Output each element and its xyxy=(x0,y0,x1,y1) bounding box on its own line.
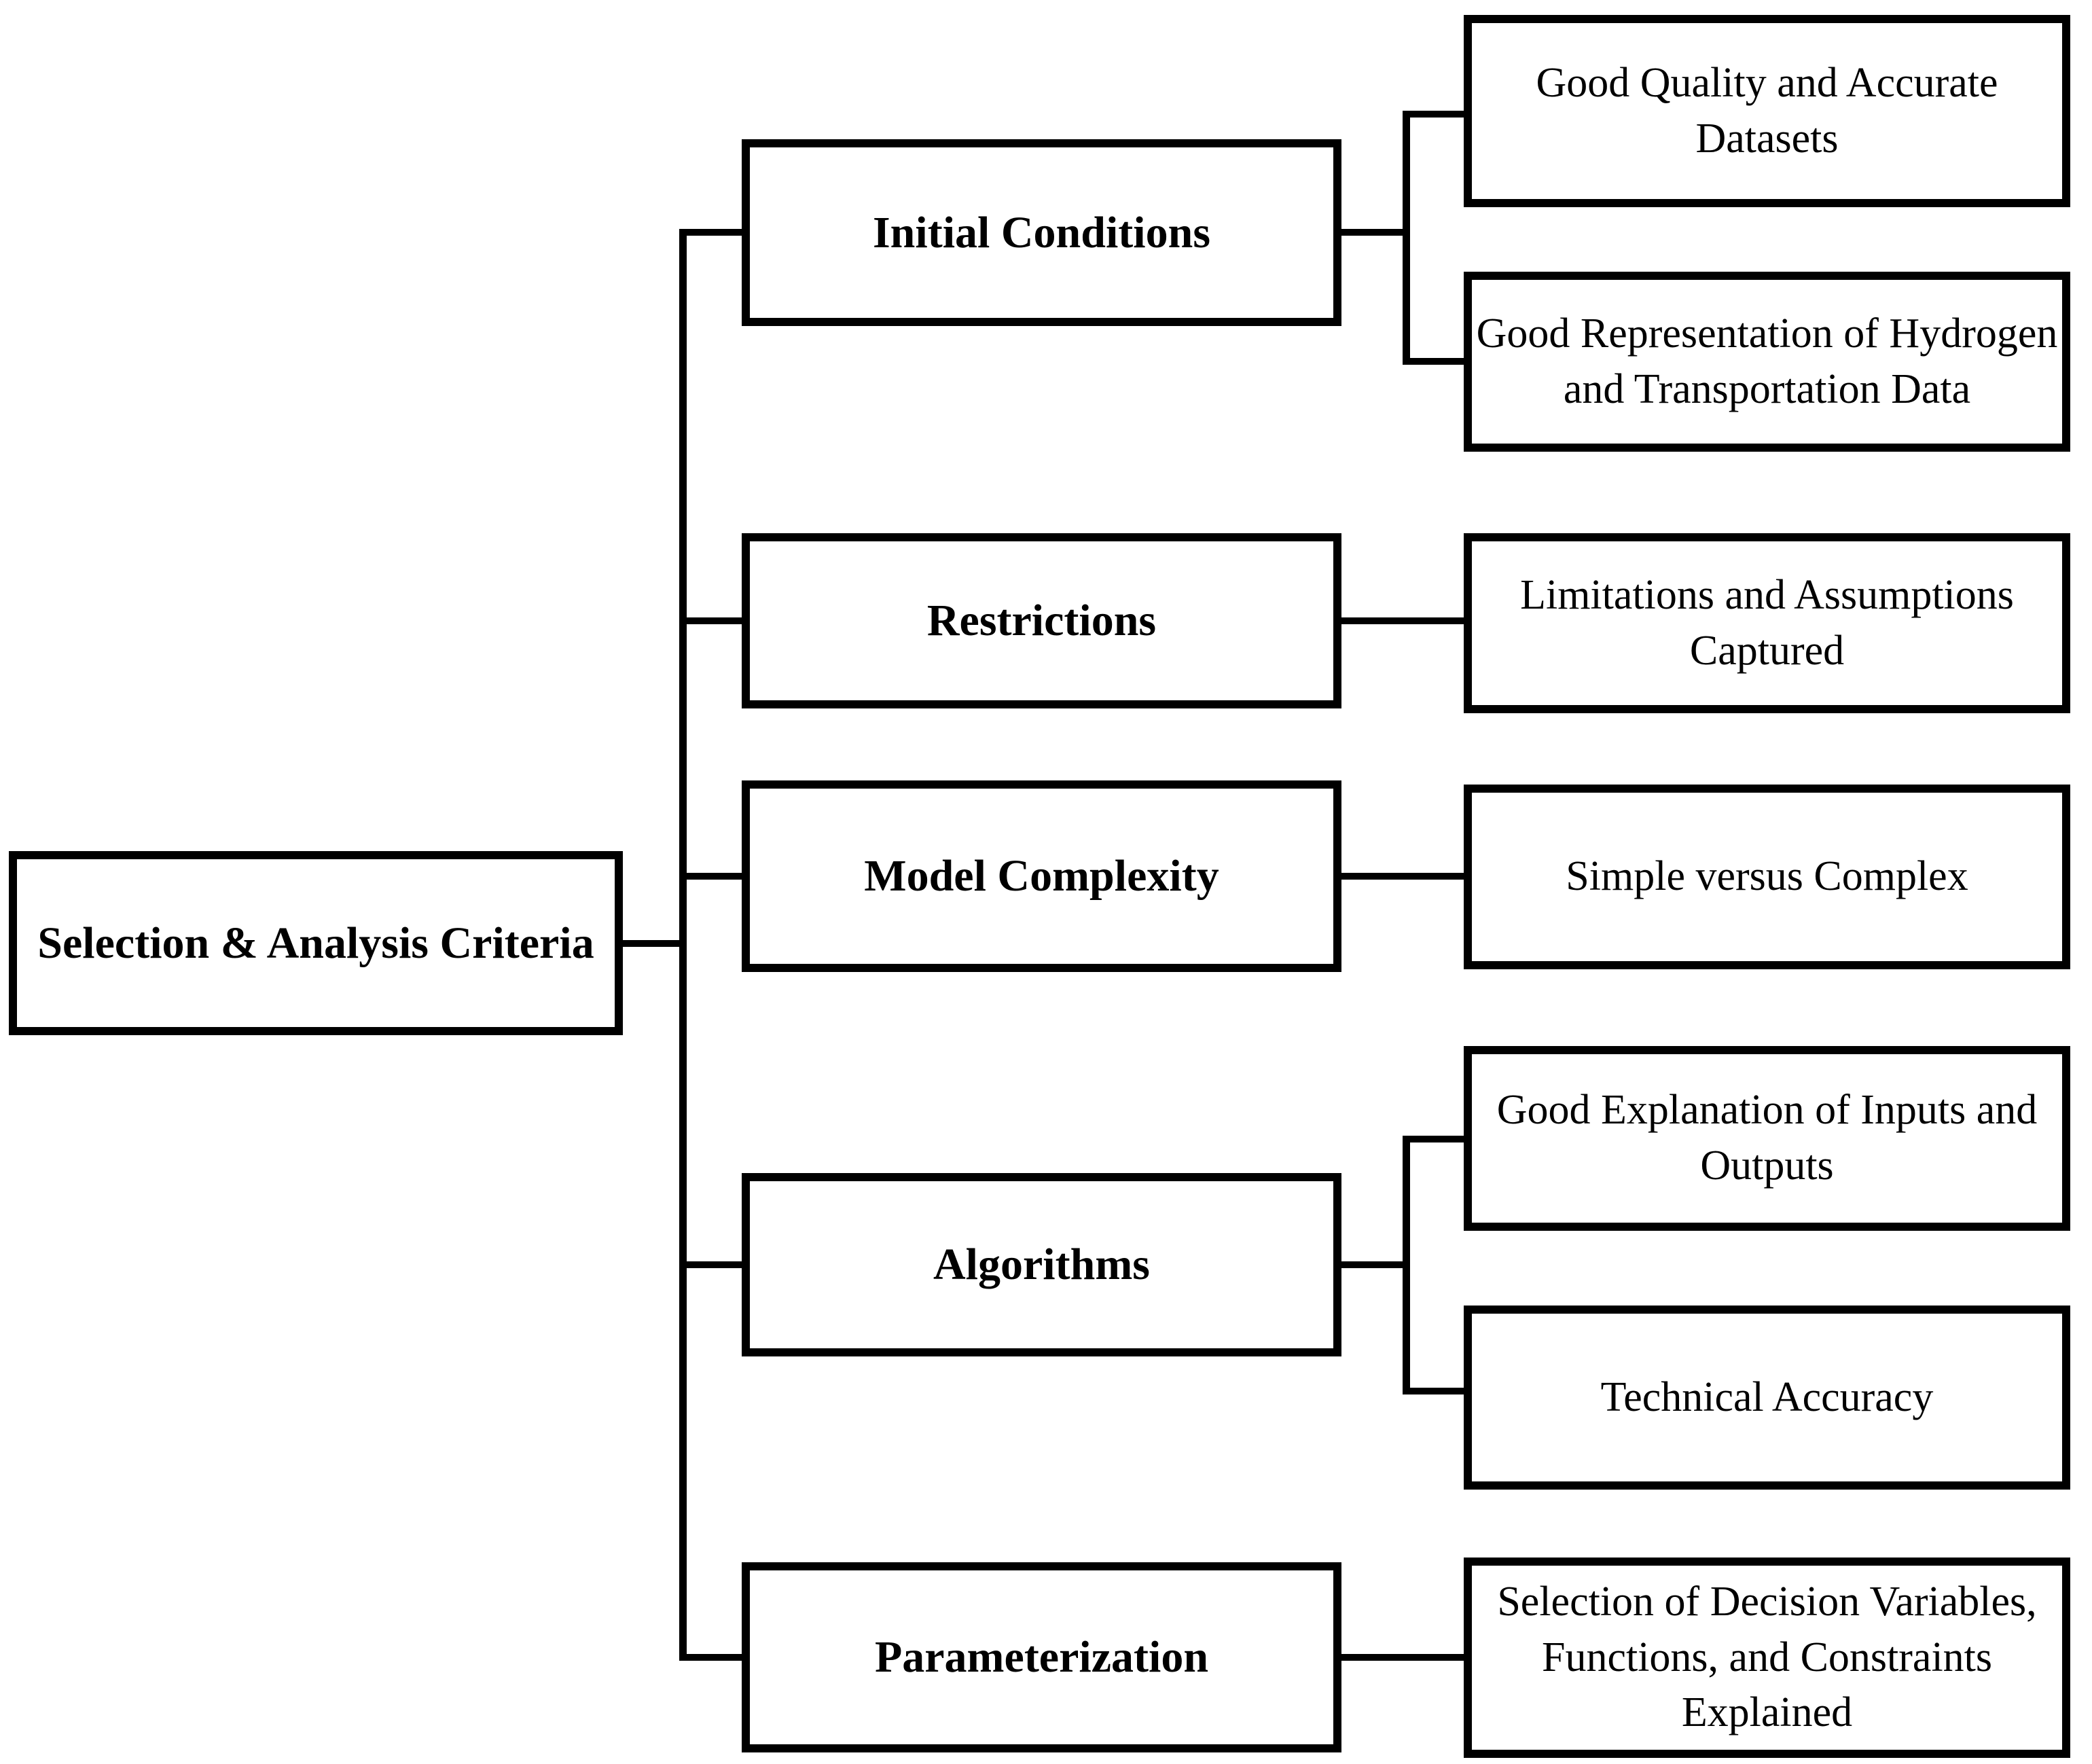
connector-trunk-to-restrictions xyxy=(683,617,744,624)
node-technical-accuracy: Technical Accuracy xyxy=(1464,1306,2070,1490)
connector-initial-conditions-to-bracket xyxy=(1338,229,1406,236)
node-initial-conditions: Initial Conditions xyxy=(742,139,1341,326)
connector-root-to-trunk xyxy=(618,940,683,947)
connector-trunk-to-model-complexity xyxy=(683,873,744,880)
connector-algorithms-to-bracket xyxy=(1338,1261,1406,1268)
connector-parameterization-to-selection xyxy=(1338,1654,1467,1661)
connector-trunk-to-parameterization xyxy=(683,1654,744,1661)
node-good-quality-accurate-datasets: Good Quality and Accurate Datasets xyxy=(1464,15,2070,207)
connector-model-complexity-to-simple xyxy=(1338,873,1467,880)
node-limitations-assumptions-captured: Limitations and Assumptions Captured xyxy=(1464,533,2070,713)
node-algorithms: Algorithms xyxy=(742,1173,1341,1356)
node-selection-analysis-criteria: Selection & Analysis Criteria xyxy=(9,851,623,1035)
connector-bracket-to-good-representation xyxy=(1403,358,1467,365)
connector-algorithms-bracket xyxy=(1403,1136,1410,1394)
connector-bracket-to-good-quality xyxy=(1403,111,1467,118)
node-good-explanation-inputs-outputs: Good Explanation of Inputs and Outputs xyxy=(1464,1046,2070,1231)
node-good-representation-hydrogen-transportation-data: Good Representation of Hydrogen and Tran… xyxy=(1464,272,2070,452)
connector-bracket-to-good-explanation xyxy=(1403,1136,1467,1142)
connector-trunk-to-algorithms xyxy=(683,1261,744,1268)
node-restrictions: Restrictions xyxy=(742,533,1341,708)
connector-restrictions-to-limitations xyxy=(1338,617,1467,624)
node-model-complexity: Model Complexity xyxy=(742,780,1341,972)
connector-initial-conditions-bracket xyxy=(1403,111,1410,365)
node-simple-versus-complex: Simple versus Complex xyxy=(1464,785,2070,969)
connector-bracket-to-technical-accuracy xyxy=(1403,1388,1467,1394)
connector-trunk-to-initial-conditions xyxy=(683,229,744,236)
connector-trunk-line xyxy=(679,229,687,1661)
node-selection-decision-variables-functions-constraints: Selection of Decision Variables, Functio… xyxy=(1464,1558,2070,1758)
node-parameterization: Parameterization xyxy=(742,1562,1341,1752)
